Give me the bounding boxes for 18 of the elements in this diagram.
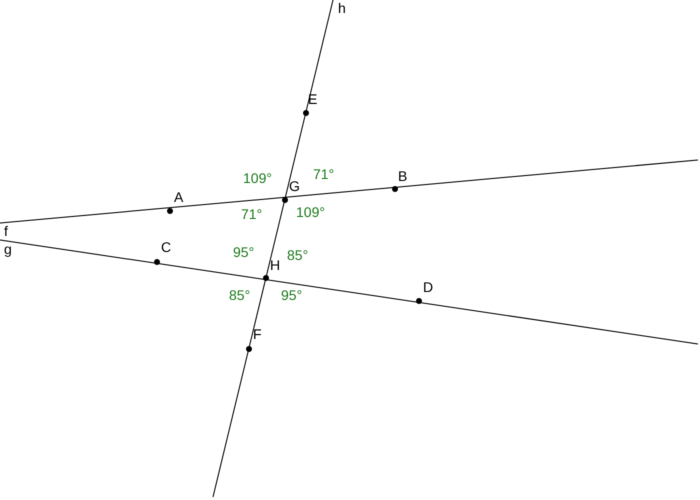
point-label: F bbox=[253, 328, 262, 341]
point-label: G bbox=[289, 180, 300, 193]
angle-label: 85° bbox=[229, 289, 250, 302]
angle-label: 95° bbox=[281, 289, 302, 302]
point-label: H bbox=[270, 259, 280, 272]
line-label: f bbox=[4, 225, 8, 238]
angle-label: 71° bbox=[241, 208, 262, 221]
angle-label: 109° bbox=[296, 206, 325, 219]
point-label: A bbox=[174, 191, 184, 204]
angle-label: 85° bbox=[287, 249, 308, 262]
point-label: D bbox=[423, 281, 434, 294]
line-label: g bbox=[4, 243, 12, 256]
line-label: h bbox=[338, 2, 346, 15]
angle-label: 71° bbox=[313, 168, 334, 181]
angle-label: 109° bbox=[243, 172, 272, 185]
angle-label: 95° bbox=[233, 246, 254, 259]
point-label: B bbox=[398, 170, 408, 183]
point-label: C bbox=[161, 241, 172, 254]
